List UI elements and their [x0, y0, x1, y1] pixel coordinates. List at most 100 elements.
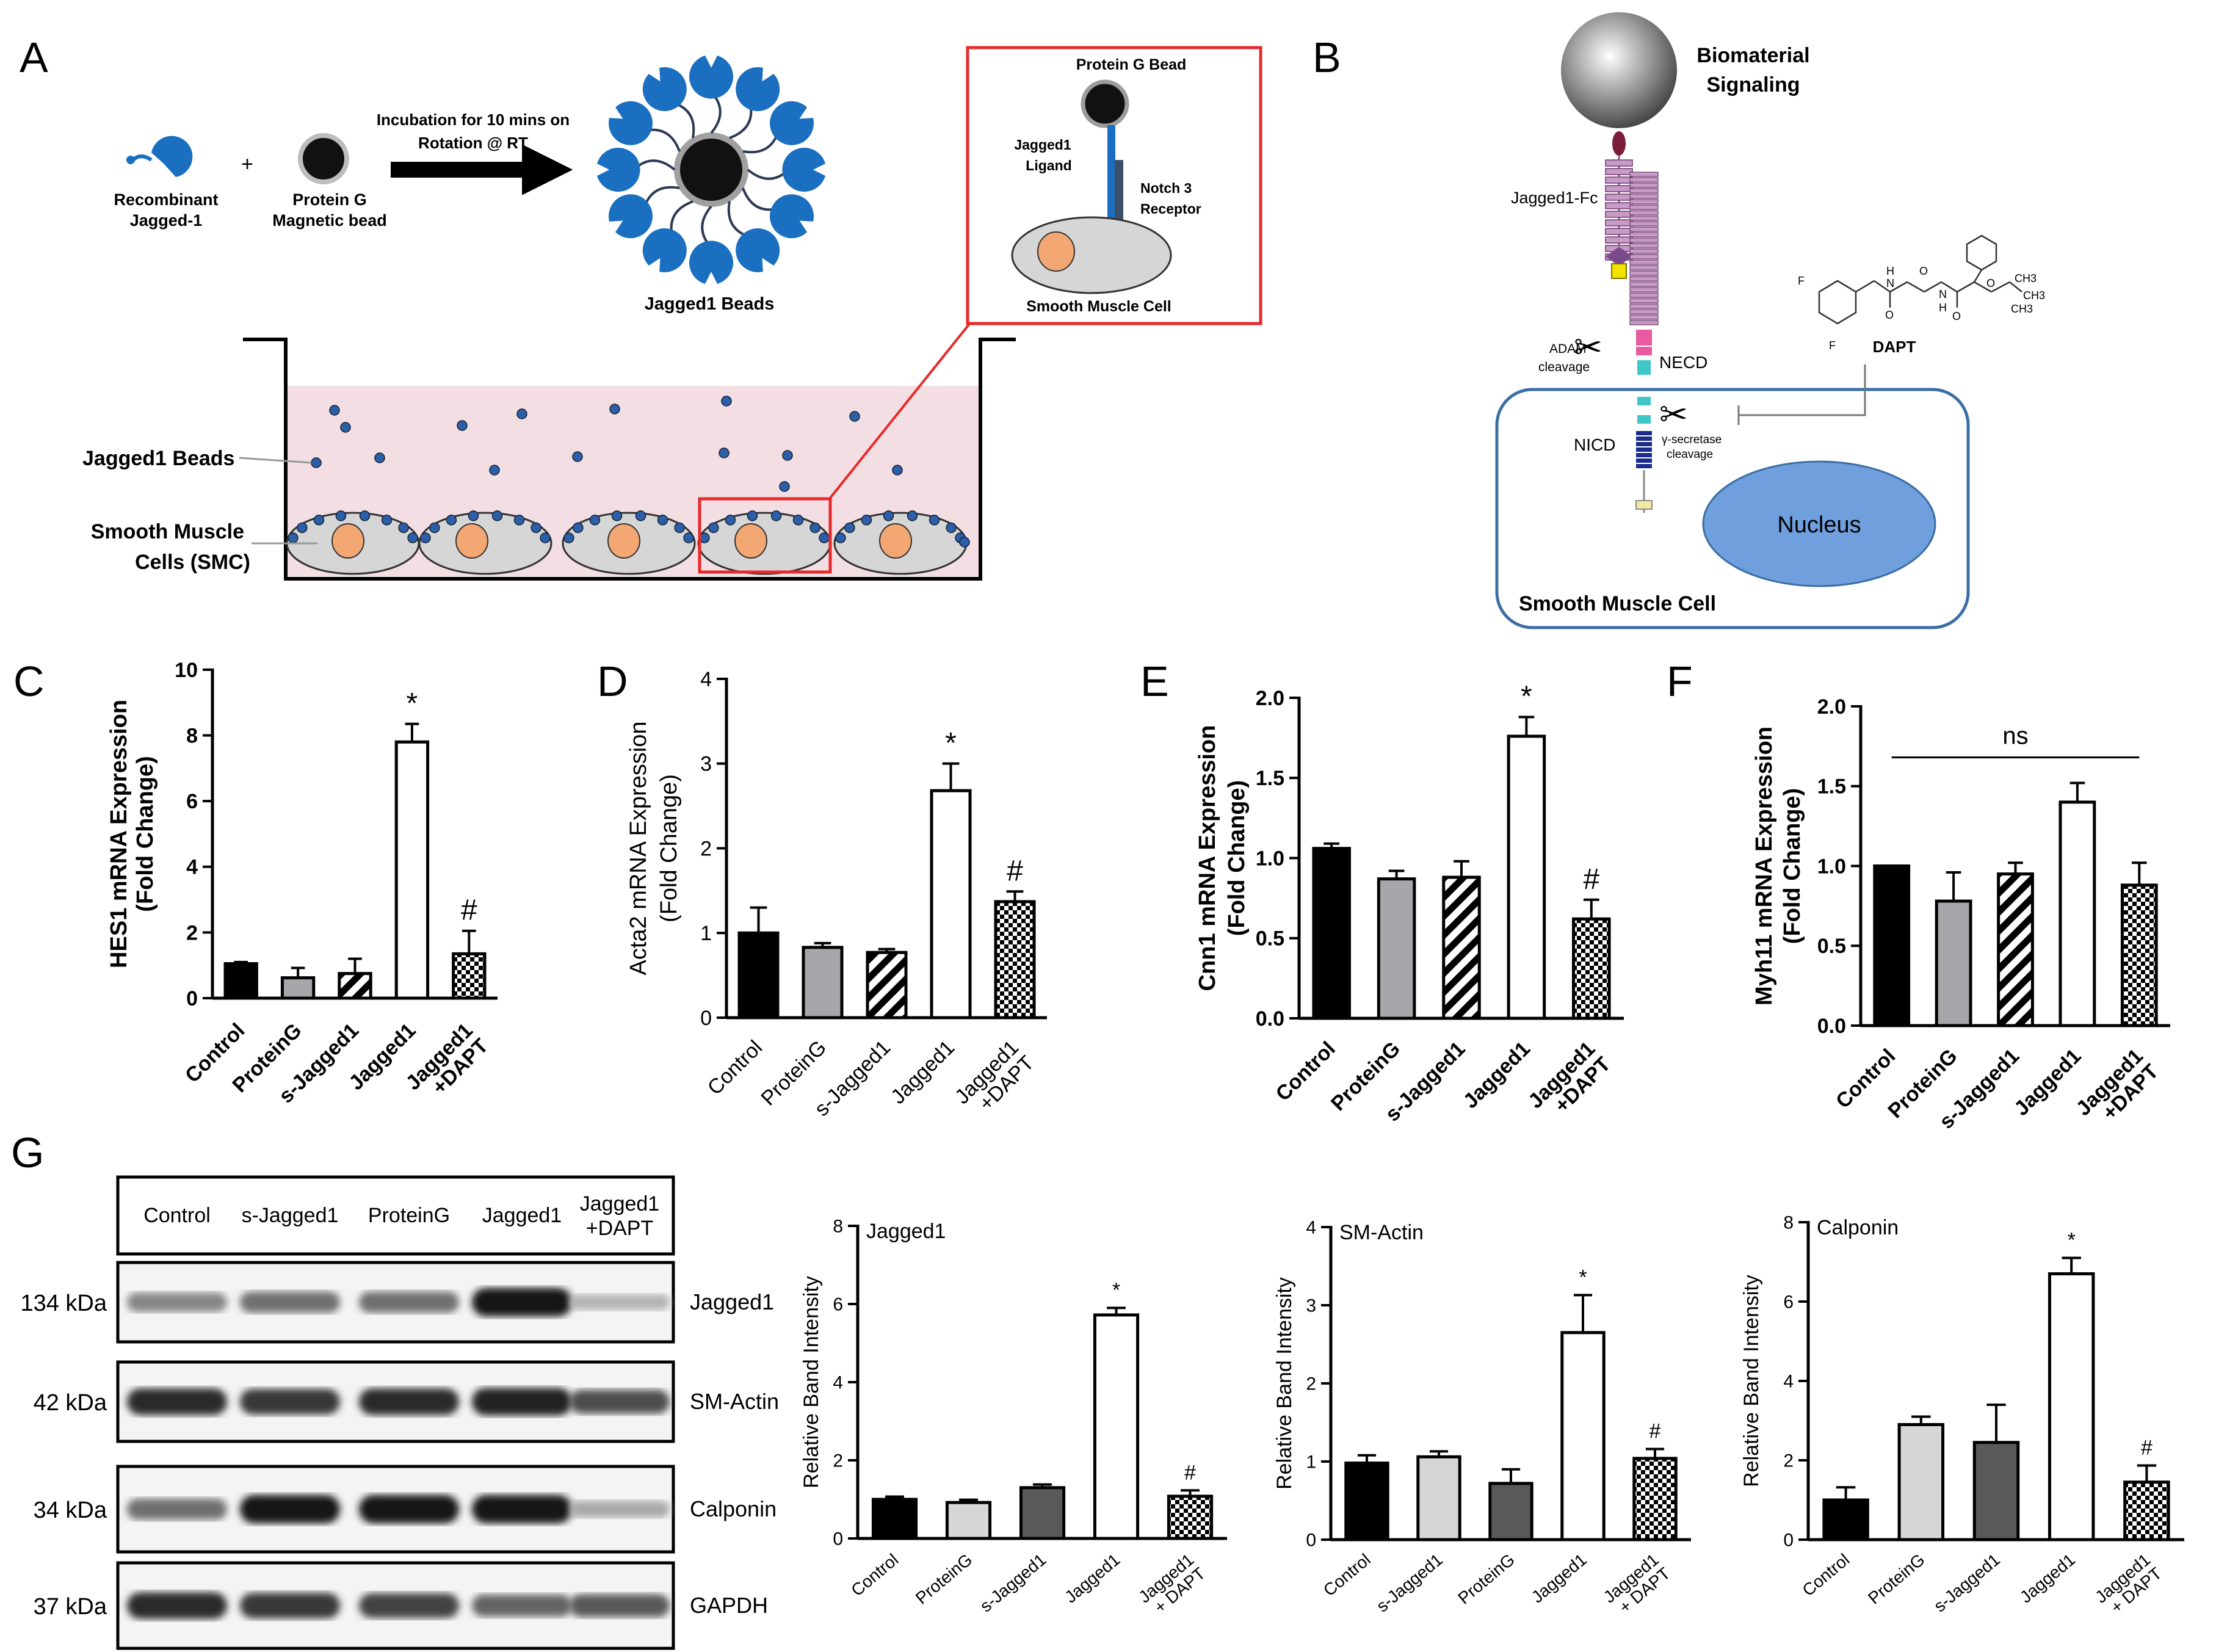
free-bead	[457, 420, 468, 431]
y-axis-label: Myh11 mRNA Expression	[1751, 726, 1777, 1005]
blot-band	[570, 1594, 670, 1617]
bead-label-1: Protein G	[292, 190, 367, 209]
smc-nucleus	[734, 523, 767, 559]
bar	[1873, 864, 1911, 1027]
bar	[223, 962, 258, 1000]
notch-egf-repeat	[1629, 221, 1659, 226]
jagged-ligand-icon	[736, 228, 780, 272]
bound-bead	[513, 515, 525, 526]
bar	[1377, 877, 1416, 1020]
y-tick-label: 4	[1306, 1218, 1316, 1238]
panel-a-schematic: Recombinant Jagged-1 + Protein G Magneti…	[82, 46, 1262, 581]
tm-domain-2	[1637, 415, 1651, 424]
nicd-ankyrin-repeat	[1636, 453, 1652, 457]
significance-marker: *	[1112, 1278, 1120, 1302]
inset-receptor-bar	[1115, 160, 1123, 233]
svg-text:O: O	[1919, 265, 1928, 277]
y-tick-label: 0	[186, 987, 198, 1010]
bound-bead	[313, 515, 325, 526]
blot-lane-label-line: s-Jagged1	[242, 1204, 339, 1227]
significance-marker: *	[407, 687, 418, 720]
nicd-ankyrin-repeat	[1636, 447, 1652, 452]
bound-bead	[725, 515, 736, 526]
jagged-ligand-icon	[736, 67, 780, 111]
bound-bead	[359, 510, 371, 521]
notch-egf-repeat	[1629, 259, 1659, 265]
y-tick-label: 1	[1306, 1452, 1316, 1473]
free-bead	[849, 411, 860, 422]
notch-egf-repeat	[1629, 205, 1659, 210]
category-label-line: Jagged1	[886, 1036, 959, 1109]
svg-text:F: F	[1798, 275, 1805, 287]
blot-lane-header	[116, 1175, 675, 1256]
category-label: ProteinG	[912, 1550, 976, 1608]
jagged-ligand-shape	[609, 194, 653, 239]
category-label-line: Jagged1	[1061, 1550, 1123, 1607]
y-tick-label: 1	[700, 922, 712, 945]
bar	[802, 946, 844, 1020]
bar	[1312, 847, 1351, 1020]
notch-egf-repeat	[1629, 292, 1659, 298]
bar	[1416, 1455, 1461, 1542]
bound-bead	[563, 532, 574, 543]
significance-marker: #	[1184, 1461, 1196, 1484]
nicd-ankyrin-repeat	[1636, 464, 1652, 468]
bound-bead	[429, 522, 440, 534]
jagged-ligand-shape	[770, 194, 814, 239]
bound-bead	[792, 515, 804, 526]
y-axis-label-2: (Fold Change)	[132, 756, 158, 911]
necd-linker	[1637, 360, 1651, 375]
y-tick-label: 1.5	[1817, 775, 1846, 799]
blot-kda-label: 37 kDa	[34, 1594, 107, 1620]
blot-band	[240, 1593, 340, 1618]
necd-hd1	[1636, 330, 1652, 346]
well-outline	[243, 338, 1016, 581]
free-bead	[719, 447, 730, 458]
free-bead	[609, 404, 620, 415]
jagged-ligand-shape	[597, 148, 640, 192]
bar	[737, 931, 780, 1020]
dapt-inhibition-line	[1739, 364, 1866, 416]
bar	[1560, 1331, 1606, 1542]
bound-bead	[657, 515, 668, 526]
jagged-fc-base	[1611, 263, 1627, 279]
jagged-egf-repeat	[1605, 202, 1633, 209]
blot-lane-label-line: Jagged1	[580, 1192, 659, 1215]
jagged-egf-repeat	[1605, 211, 1633, 218]
bar	[1093, 1313, 1140, 1540]
blot-band	[240, 1291, 340, 1313]
free-bead	[959, 537, 970, 548]
bound-bead	[683, 532, 694, 543]
blot-band	[240, 1389, 340, 1415]
category-label: Jagged1+DAPT	[1524, 1037, 1615, 1129]
blot-band	[359, 1494, 459, 1524]
svg-text:H: H	[1886, 265, 1894, 277]
jagged-ligand-icon	[689, 56, 733, 99]
jagged-ligand-shape	[770, 101, 814, 145]
free-bead	[516, 408, 527, 419]
category-label: Jagged1	[2016, 1550, 2079, 1607]
bar	[1019, 1486, 1066, 1540]
notch-egf-repeat	[1629, 320, 1659, 325]
notch-egf-repeat	[1629, 281, 1659, 287]
incubation-label-2: Rotation @ RT	[418, 134, 528, 152]
y-tick-label: 2.0	[1256, 687, 1284, 710]
well-smc-label-1: Smooth Muscle	[91, 520, 244, 543]
notch-egf-repeat	[1629, 188, 1659, 194]
blot-band	[127, 1388, 227, 1415]
smc-label: Smooth Muscle Cell	[1519, 592, 1716, 615]
nicd-ankyrin-repeat	[1636, 442, 1652, 446]
notch-egf-repeat	[1629, 199, 1659, 205]
significance-marker: #	[1583, 863, 1599, 896]
free-bead	[721, 396, 732, 407]
inset-smc-cell	[1011, 216, 1172, 294]
notch-egf-repeat	[1629, 183, 1659, 188]
jagged-egf-repeat	[1605, 236, 1633, 244]
blot-lane-label: Jagged1	[482, 1204, 562, 1227]
y-tick-label: 6	[833, 1295, 843, 1315]
category-label: Jagged1+ DAPT	[1600, 1550, 1674, 1620]
